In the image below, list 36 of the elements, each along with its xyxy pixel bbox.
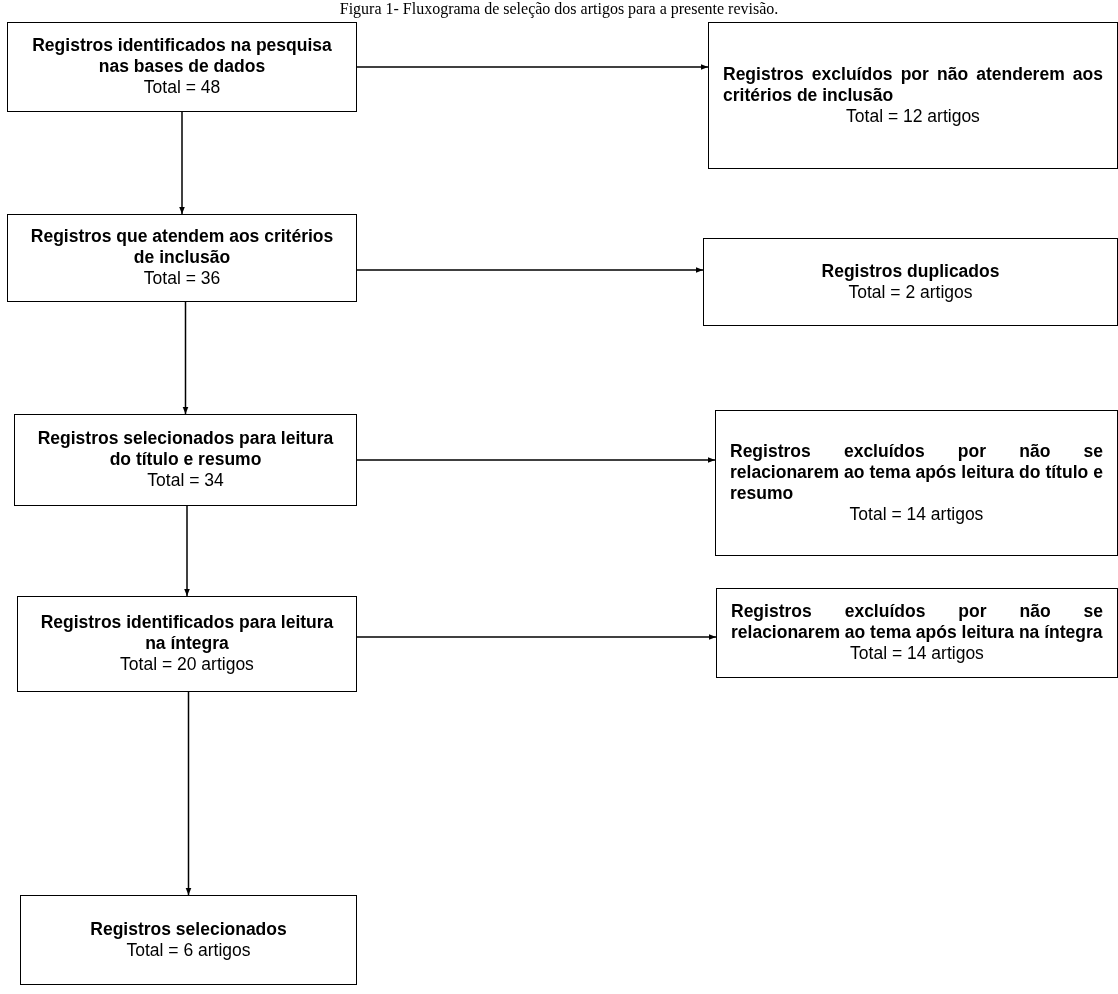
arrow [182,301,189,415]
box-heading: Registros duplicados [820,260,1001,282]
process-box [715,410,1118,556]
box-heading: Registros identificados na pesquisa nas bases de dados [31,35,333,78]
arrow [179,111,185,215]
box-heading: Registros selecionados para leitura do título e resumo [36,428,335,471]
arrow [356,267,704,273]
figure-title: Figura 1- Fluxograma de seleção dos artigos para a presente revisão. [338,0,780,18]
process-box [7,214,357,302]
box-heading: Registros identificados para leitura na íntegra [39,612,335,655]
box-total: Total = 6 artigos [125,939,252,962]
box-total: Total = 14 artigos [848,503,985,526]
process-box [703,238,1118,326]
process-box [17,596,357,692]
arrow [356,457,716,463]
box-heading: Registros excluídos por não atenderem aos critérios de inclusão [723,63,1103,106]
box-total: Total = 12 artigos [845,105,981,128]
box-total: Total = 20 artigos [119,654,255,676]
box-total: Total = 36 [142,268,222,290]
box-heading: Registros selecionados [89,918,288,940]
process-box [20,895,357,985]
process-box [14,414,357,506]
arrow [184,505,190,597]
process-box [708,22,1118,169]
box-total: Total = 14 artigos [849,643,985,665]
arrow [185,691,192,896]
box-heading: Registros que atendem aos critérios de inclusão [29,226,335,269]
box-heading: Registros excluídos por não se relacionarem ao tema após leitura na íntegra [731,601,1103,644]
process-box [7,22,357,112]
box-total: Total = 34 [146,470,225,492]
box-total: Total = 48 [142,77,222,99]
box-heading: Registros excluídos por não se relacionarem ao tema após leitura do título e resumo [730,440,1103,504]
box-total: Total = 2 artigos [847,281,974,304]
arrow [356,634,717,640]
process-box [716,588,1118,678]
arrow [356,64,709,70]
